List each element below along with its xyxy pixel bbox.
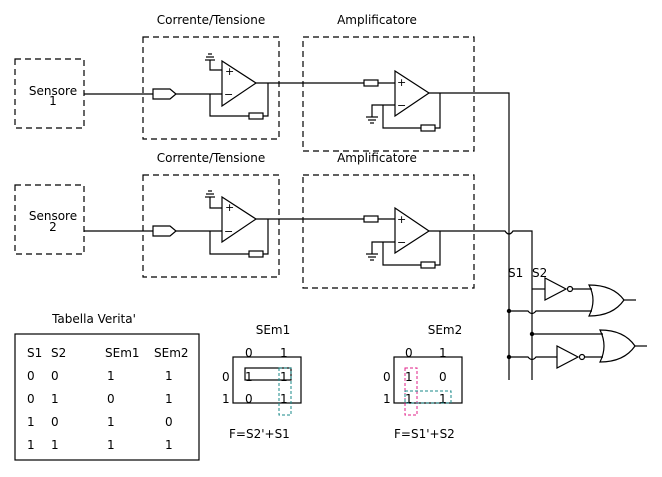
opamp-icon bbox=[394, 69, 431, 118]
header-s2: S2 bbox=[51, 346, 66, 360]
kmap-sem2-title: SEm2 bbox=[428, 323, 463, 337]
svg-text:−: − bbox=[397, 99, 406, 112]
input-connector-icon bbox=[152, 88, 177, 100]
svg-text:0: 0 bbox=[165, 415, 173, 429]
resistor-icon bbox=[363, 79, 379, 87]
svg-text:−: − bbox=[224, 225, 233, 238]
resistor-icon bbox=[363, 215, 379, 223]
converter-1-title: Corrente/Tensione bbox=[157, 13, 265, 27]
svg-text:0: 0 bbox=[245, 346, 253, 360]
svg-text:0: 0 bbox=[222, 370, 230, 384]
svg-text:1: 1 bbox=[245, 370, 253, 384]
kmap-sem1-title: SEm1 bbox=[256, 323, 291, 337]
svg-text:1: 1 bbox=[165, 369, 173, 383]
truth-table-box bbox=[14, 333, 200, 461]
amplifier-2-circuit: + − bbox=[363, 206, 533, 380]
svg-text:1: 1 bbox=[222, 392, 230, 406]
header-s1: S1 bbox=[27, 346, 42, 360]
not-gate-icon bbox=[544, 277, 568, 301]
sensor-1-number: 1 bbox=[49, 94, 57, 108]
svg-text:1: 1 bbox=[165, 392, 173, 406]
svg-text:1: 1 bbox=[280, 370, 288, 384]
or-gate-icon bbox=[588, 284, 625, 317]
converter-1-box bbox=[142, 36, 280, 140]
resistor-icon bbox=[420, 261, 436, 269]
sensor-1-label: Sensore bbox=[29, 84, 77, 98]
svg-text:0: 0 bbox=[383, 370, 391, 384]
svg-text:1: 1 bbox=[51, 438, 59, 452]
converter-2-title: Corrente/Tensione bbox=[157, 151, 265, 165]
amplifier-1-box bbox=[302, 36, 475, 152]
amplifier-2-title: Amplificatore bbox=[337, 151, 417, 165]
svg-text:+: + bbox=[397, 213, 406, 226]
svg-text:−: − bbox=[224, 88, 233, 101]
svg-text:1: 1 bbox=[439, 392, 447, 406]
resistor-icon bbox=[248, 250, 264, 258]
svg-text:0: 0 bbox=[439, 370, 447, 384]
table-row: 0 1 0 1 bbox=[27, 392, 173, 406]
svg-text:0: 0 bbox=[27, 369, 35, 383]
kmap-sem1: SEm1 0 1 0 1 1 1 0 1 F=S2'+S1 bbox=[222, 323, 302, 441]
svg-text:0: 0 bbox=[27, 392, 35, 406]
svg-text:1: 1 bbox=[165, 438, 173, 452]
svg-text:−: − bbox=[397, 236, 406, 249]
bus-s2-label: S2 bbox=[532, 266, 547, 280]
table-row: 0 0 1 1 bbox=[27, 369, 173, 383]
svg-text:1: 1 bbox=[405, 392, 413, 406]
table-row: 1 1 1 1 bbox=[27, 438, 173, 452]
kmap-sem2-formula: F=S1'+S2 bbox=[394, 427, 455, 441]
svg-text:0: 0 bbox=[51, 369, 59, 383]
sensor-2-number: 2 bbox=[49, 220, 57, 234]
opamp-icon bbox=[221, 59, 258, 108]
table-row: 1 0 1 0 bbox=[27, 415, 173, 429]
sensor-2-box bbox=[14, 184, 85, 255]
svg-text:+: + bbox=[225, 65, 234, 78]
svg-text:0: 0 bbox=[107, 392, 115, 406]
svg-text:1: 1 bbox=[51, 392, 59, 406]
svg-text:1: 1 bbox=[27, 415, 35, 429]
sensor-2-label: Sensore bbox=[29, 209, 77, 223]
header-sem2: SEm2 bbox=[154, 346, 189, 360]
svg-text:1: 1 bbox=[280, 346, 288, 360]
input-connector-icon bbox=[152, 225, 177, 237]
svg-text:1: 1 bbox=[439, 346, 447, 360]
converter-1-circuit: + − bbox=[84, 53, 366, 120]
truth-table-title: Tabella Verita' bbox=[51, 312, 136, 326]
truth-table: S1 S2 SEm1 SEm2 0 0 1 1 0 1 0 1 1 0 1 0 … bbox=[27, 346, 189, 452]
amplifier-2-box bbox=[302, 174, 475, 289]
svg-text:+: + bbox=[397, 76, 406, 89]
svg-text:1: 1 bbox=[383, 392, 391, 406]
converter-2-box bbox=[142, 174, 280, 278]
kmap-group-col bbox=[278, 367, 292, 416]
header-sem1: SEm1 bbox=[105, 346, 140, 360]
svg-text:0: 0 bbox=[51, 415, 59, 429]
svg-text:+: + bbox=[225, 201, 234, 214]
or-gate-icon bbox=[599, 329, 636, 363]
svg-text:1: 1 bbox=[107, 369, 115, 383]
amplifier-1-circuit: + − bbox=[363, 69, 510, 228]
kmap-group-row bbox=[404, 390, 452, 404]
not-gate-icon bbox=[556, 345, 580, 369]
kmap-sem1-formula: F=S2'+S1 bbox=[229, 427, 290, 441]
svg-text:0: 0 bbox=[405, 346, 413, 360]
converter-2-circuit: + − bbox=[84, 190, 364, 258]
svg-text:1: 1 bbox=[107, 415, 115, 429]
svg-text:1: 1 bbox=[27, 438, 35, 452]
bus-s1-label: S1 bbox=[508, 266, 523, 280]
kmap-sem2: SEm2 0 1 0 1 1 0 1 1 F=S1'+S2 bbox=[383, 323, 463, 441]
opamp-icon bbox=[221, 195, 258, 244]
resistor-icon bbox=[420, 124, 436, 132]
resistor-icon bbox=[248, 112, 264, 120]
svg-text:1: 1 bbox=[405, 370, 413, 384]
opamp-icon bbox=[394, 206, 431, 255]
svg-text:0: 0 bbox=[245, 392, 253, 406]
logic-section: S1 S2 bbox=[506, 228, 647, 380]
svg-text:1: 1 bbox=[107, 438, 115, 452]
svg-text:1: 1 bbox=[280, 392, 288, 406]
amplifier-1-title: Amplificatore bbox=[337, 13, 417, 27]
